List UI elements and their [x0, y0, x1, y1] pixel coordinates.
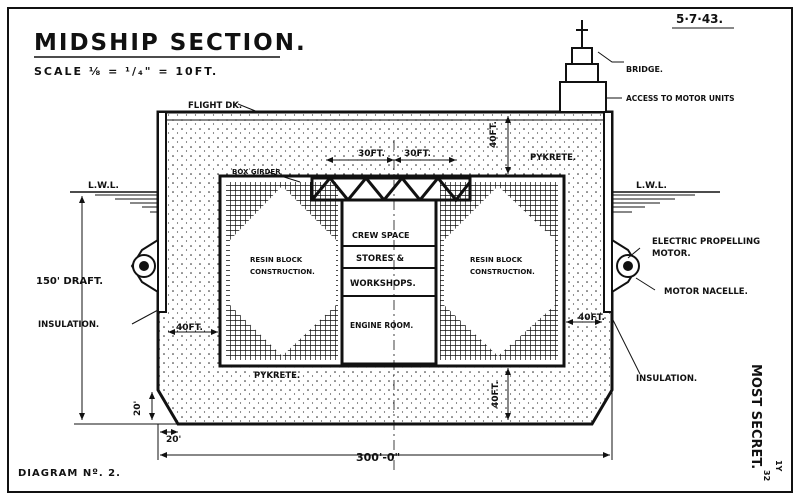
drawing-title: MIDSHIP SECTION.: [34, 30, 307, 56]
stores-label: STORES &: [356, 254, 405, 264]
insulation-left-label: INSULATION.: [38, 320, 99, 330]
page-note: 32: [762, 470, 771, 481]
keel-height-dim: 20': [133, 401, 143, 416]
overall-width-dim-label: 300'-0": [356, 451, 400, 464]
bottom-thickness-dim: 40FT.: [491, 381, 501, 408]
left-side-insulation: [157, 111, 167, 313]
drawing-date: 5·7·43.: [676, 12, 723, 26]
box-girder-label: BOX GIRDER: [232, 168, 281, 176]
resin-left-line1: RESIN BLOCK: [250, 256, 303, 264]
resin-right-line1: RESIN BLOCK: [470, 256, 523, 264]
side-right-dim: 40FT.: [578, 313, 605, 323]
workshops-label: WORKSHOPS.: [350, 279, 416, 289]
engine-room-label: ENGINE ROOM.: [350, 321, 413, 330]
left-motor-nacelle: [130, 238, 159, 294]
corner-mark: 1Y: [774, 460, 783, 472]
classification-stamp: MOST SECRET.: [748, 364, 763, 469]
bridge-label: BRIDGE.: [626, 65, 663, 74]
pykrete-top-label: PYKRETE.: [530, 153, 576, 163]
right-side-insulation: [603, 111, 613, 313]
draft-label: 150' DRAFT.: [36, 276, 103, 287]
top-thickness-dim: 40FT.: [489, 121, 499, 148]
side-left-dim: 40FT.: [176, 323, 203, 333]
resin-left-line2: CONSTRUCTION.: [250, 268, 315, 276]
span-left-dim: 30FT.: [358, 149, 385, 159]
crew-space-label: CREW SPACE: [352, 231, 410, 240]
span-right-dim: 30FT.: [404, 149, 431, 159]
access-label: ACCESS TO MOTOR UNITS: [626, 94, 735, 103]
waterline-hatch-left: [70, 191, 158, 213]
keel-width-dim: 20': [166, 435, 181, 445]
left-resin-void: [230, 186, 336, 356]
right-resin-void: [444, 186, 555, 356]
drawing-scale: SCALE ⅛ = ¹/₄" = 10FT.: [34, 65, 218, 78]
electric-motor-line2: MOTOR.: [652, 249, 691, 259]
right-motor-nacelle: [611, 238, 640, 294]
diagram-number: DIAGRAM Nº. 2.: [18, 468, 121, 479]
motor-nacelle-label: MOTOR NACELLE.: [664, 287, 748, 297]
insulation-right-label: INSULATION.: [636, 374, 697, 384]
lwl-left-label: L.W.L.: [88, 181, 119, 191]
waterline-hatch-right: [612, 191, 720, 213]
leader-lines: [131, 51, 656, 375]
pykrete-bottom-label: PYKRETE.: [254, 371, 300, 381]
electric-motor-line1: ELECTRIC PROPELLING: [652, 237, 760, 247]
page-border: [7, 7, 793, 493]
flight-deck-label: FLIGHT DK.: [188, 101, 242, 111]
bridge-tower: [559, 20, 607, 113]
central-compartments: [340, 198, 438, 366]
lwl-right-label: L.W.L.: [636, 181, 667, 191]
resin-right-line2: CONSTRUCTION.: [470, 268, 535, 276]
